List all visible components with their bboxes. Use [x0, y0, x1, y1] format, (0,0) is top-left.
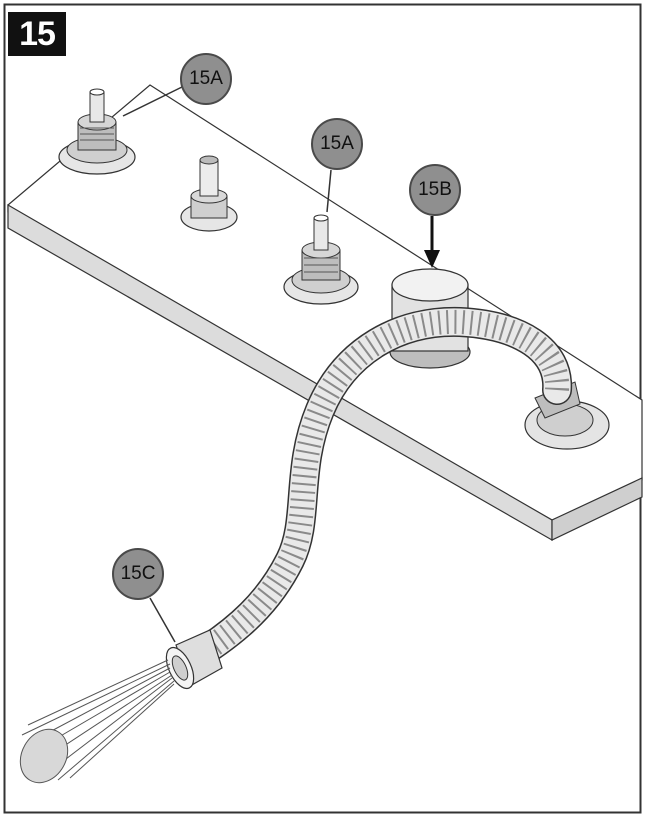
callout-diverter: 15B — [409, 164, 461, 216]
callout-valve-right: 15A — [311, 118, 363, 170]
valve-left — [58, 88, 136, 175]
leader-15a-right — [326, 169, 332, 213]
valve-right — [283, 214, 359, 305]
step-number-badge: 15 — [8, 12, 66, 56]
water-spray — [19, 659, 175, 784]
deck-plate-side — [551, 477, 643, 541]
hose-nozzle — [165, 629, 223, 690]
spout-post — [180, 155, 238, 232]
leader-15a-left — [122, 85, 185, 117]
hose — [175, 306, 573, 675]
arrow-15b — [424, 216, 440, 268]
callout-valve-left: 15A — [180, 53, 232, 105]
callout-hose: 15C — [112, 548, 164, 600]
leader-15c — [149, 597, 176, 643]
